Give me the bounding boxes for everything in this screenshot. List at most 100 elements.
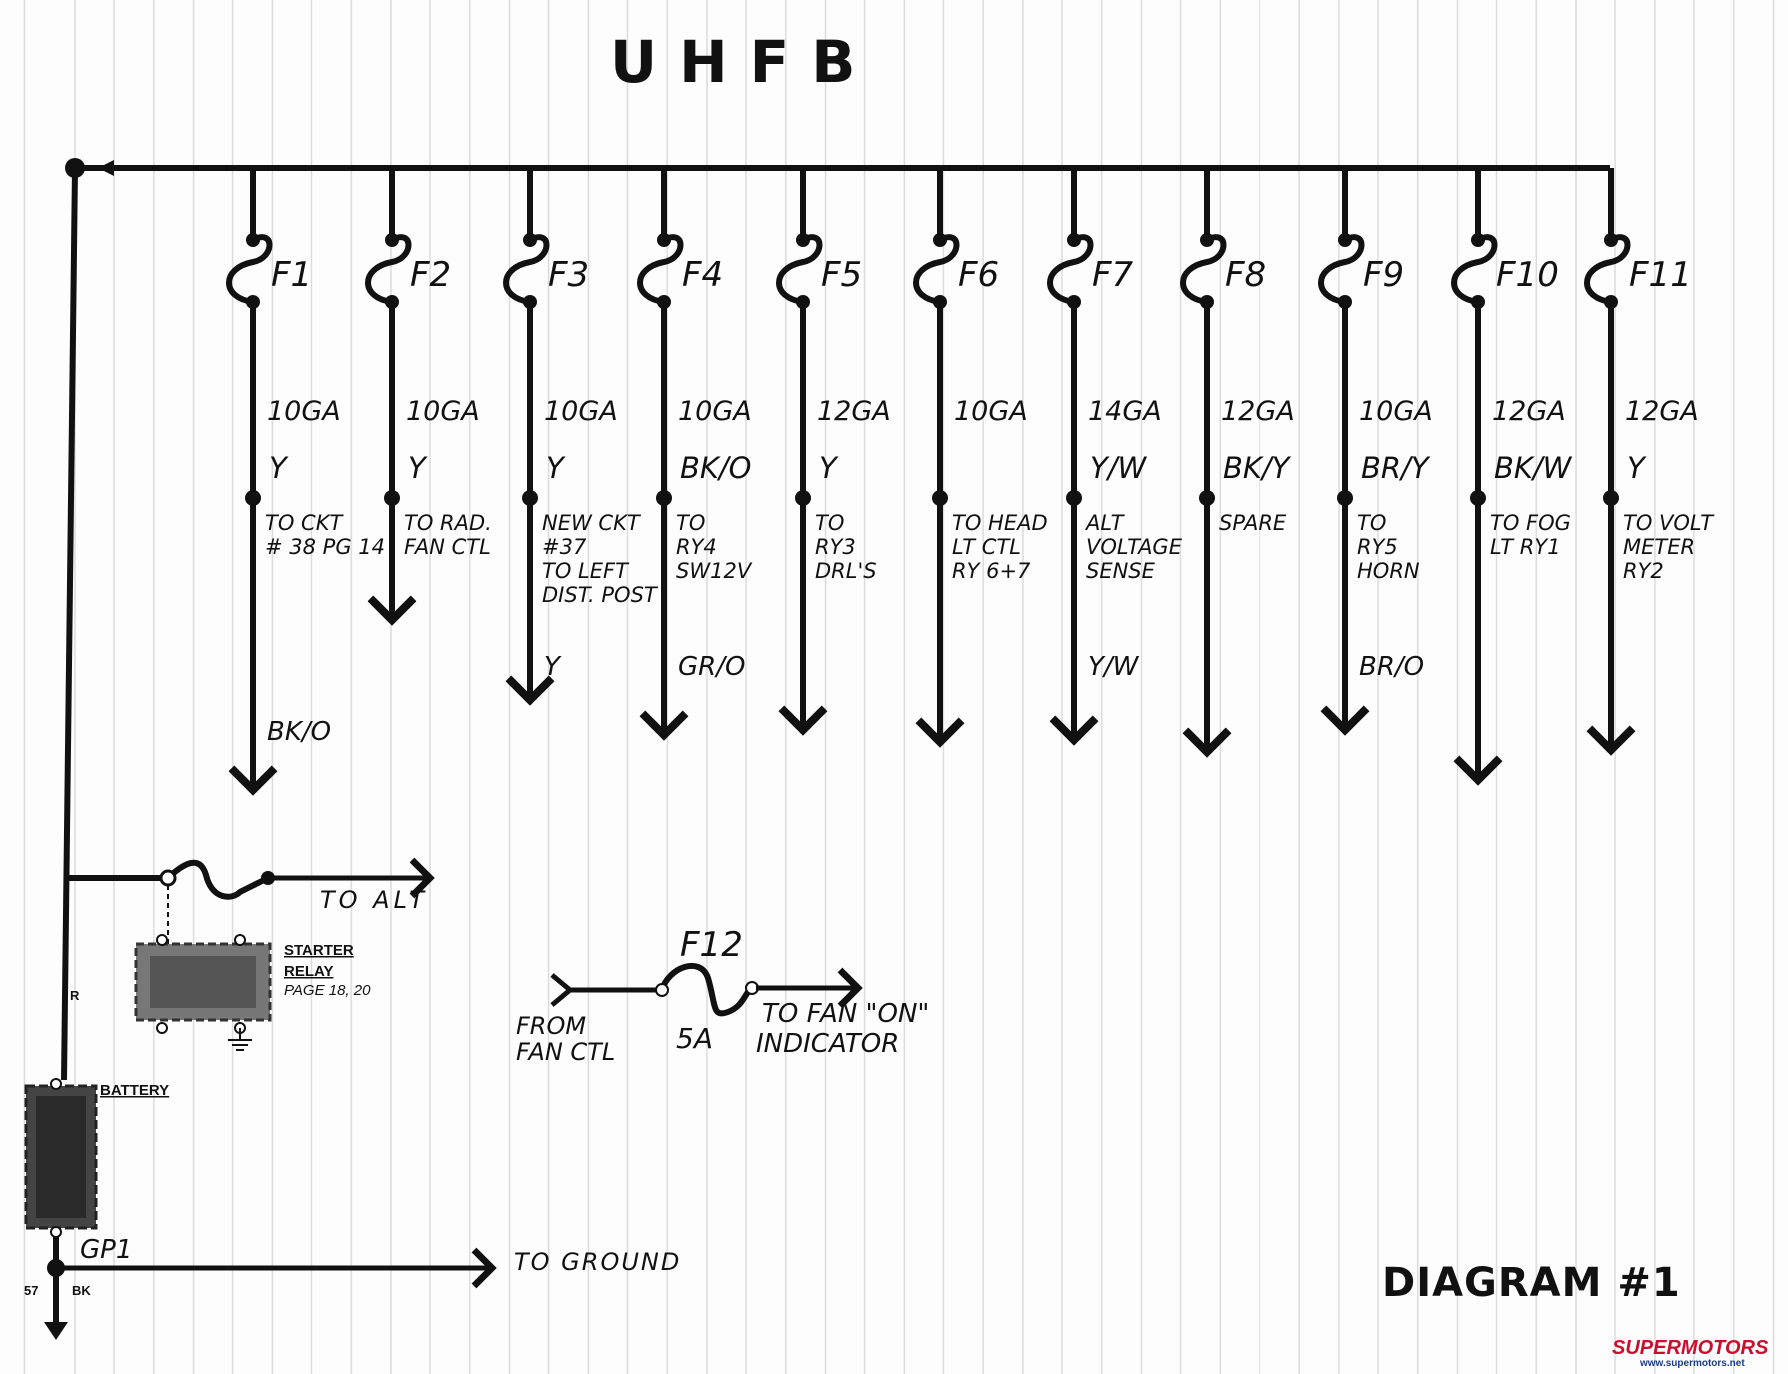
wire-color-label: Y <box>408 451 428 485</box>
fuse-branch-f3 <box>503 168 555 706</box>
destination-label: LT RY1 <box>1490 535 1561 559</box>
fuse-branch-f4 <box>637 168 689 741</box>
relay-label: RELAY <box>284 963 333 980</box>
watermark-url: www.supermotors.net <box>1639 1358 1745 1369</box>
wire-color-label: BK/O <box>680 451 752 485</box>
f12-fuse-symbol <box>659 962 754 1017</box>
relay-mark: R <box>70 988 80 1003</box>
destination-label: RY3 <box>815 535 856 559</box>
fuse-label: F1 <box>271 255 312 295</box>
fuse-branch-f10 <box>1451 168 1503 786</box>
secondary-wire-color-label: BK/O <box>267 717 331 747</box>
fuse-symbol-icon <box>776 234 823 305</box>
wire-gauge-label: 10GA <box>267 396 341 427</box>
fuse-symbol-icon <box>1584 234 1631 305</box>
wire-gauge-label: 12GA <box>817 396 891 427</box>
destination-label: TO <box>676 511 705 535</box>
secondary-wire-color-label: BR/O <box>1359 652 1424 682</box>
destination-label: TO LEFT <box>542 559 630 583</box>
gp1-label: GP1 <box>80 1235 132 1265</box>
wire-gauge-label: 12GA <box>1221 396 1295 427</box>
to-alt-label: TO ALT <box>320 886 428 914</box>
ground-wire-color: BK <box>72 1283 91 1298</box>
wire-gauge-label: 10GA <box>678 396 752 427</box>
fuse-branch-f9 <box>1318 168 1370 736</box>
destination-label: TO <box>815 511 844 535</box>
left-feed-line <box>61 167 78 1081</box>
fuse-symbol-icon <box>503 234 550 305</box>
wire-color-label: Y <box>269 451 289 485</box>
wire-color-label: Y <box>819 451 839 485</box>
destination-label: DIST. POST <box>542 583 659 607</box>
destination-label: # 38 PG 14 <box>265 535 385 559</box>
f12-from-line2: FAN CTL <box>516 1038 615 1066</box>
alt-fusible-link <box>165 859 270 900</box>
fuse-symbol-icon <box>365 234 412 305</box>
destination-label: HORN <box>1357 559 1420 583</box>
fuse-label: F2 <box>410 255 451 295</box>
destination-label: SW12V <box>676 559 753 583</box>
destination-label: METER <box>1623 535 1695 559</box>
diagram-number-label: DIAGRAM #1 <box>1382 1260 1681 1306</box>
battery-label: BATTERY <box>100 1082 169 1099</box>
wire-gauge-label: 10GA <box>1359 396 1433 427</box>
fuse-symbol-icon <box>1451 234 1498 305</box>
bus-arrow-icon <box>98 160 114 176</box>
fuse-symbol-icon <box>226 234 273 305</box>
f12-rating: 5A <box>676 1022 713 1055</box>
branch-junction-dot <box>1199 490 1215 506</box>
destination-label: NEW CKT <box>542 511 642 535</box>
ground-circuit-number: 57 <box>24 1283 38 1298</box>
destination-label: RY2 <box>1623 559 1664 583</box>
fuse-branch-f1 <box>226 168 278 796</box>
f12-label: F12 <box>680 925 743 965</box>
destination-label: TO VOLT <box>1623 511 1715 535</box>
fuse-branch-f11 <box>1584 168 1636 756</box>
fuse-label: F5 <box>821 255 862 295</box>
wire-color-label: Y/W <box>1090 451 1147 485</box>
wire-gauge-label: 10GA <box>954 396 1028 427</box>
fuse-branch-f6 <box>913 168 965 748</box>
ground-terminal-icon <box>44 1322 68 1340</box>
f12-to-line2: INDICATOR <box>756 1029 899 1059</box>
branch-junction-dot <box>522 490 538 506</box>
fuse-branch-f7 <box>1047 168 1099 746</box>
destination-label: ALT <box>1084 511 1126 535</box>
fuse-label: F4 <box>682 255 723 295</box>
starter-label: STARTER <box>284 942 354 959</box>
branch-junction-dot <box>1603 490 1619 506</box>
fuse-symbol-icon <box>637 234 684 305</box>
branch-junction-dot <box>1066 490 1082 506</box>
destination-label: FAN CTL <box>404 535 491 559</box>
branch-junction-dot <box>1337 490 1353 506</box>
destination-label: TO HEAD <box>952 511 1048 535</box>
fuse-label: F3 <box>548 255 589 295</box>
secondary-wire-color-label: GR/O <box>678 652 745 682</box>
diagram-title: UHFB <box>610 28 877 96</box>
to-ground-label: TO GROUND <box>514 1248 681 1276</box>
branch-junction-dot <box>932 490 948 506</box>
wire-color-label: BK/W <box>1494 451 1573 485</box>
destination-label: LT CTL <box>952 535 1021 559</box>
wire-color-label: Y <box>1627 451 1647 485</box>
fuse-branch-f8 <box>1180 168 1232 758</box>
destination-label: TO FOG <box>1490 511 1571 535</box>
secondary-wire-color-label: Y/W <box>1088 652 1140 682</box>
destination-label: RY5 <box>1357 535 1398 559</box>
destination-label: SENSE <box>1086 559 1156 583</box>
branch-junction-dot <box>795 490 811 506</box>
destination-label: TO RAD. <box>404 511 492 535</box>
wire-color-label: BR/Y <box>1361 451 1431 485</box>
fuse-label: F11 <box>1629 255 1692 295</box>
destination-label: RY 6+7 <box>952 559 1031 583</box>
secondary-wire-color-label: Y <box>544 652 562 682</box>
destination-label: #37 <box>542 535 587 559</box>
f12-from-line1: FROM <box>516 1012 586 1040</box>
watermark-brand: SUPERMOTORS <box>1612 1337 1769 1359</box>
fuse-label: F7 <box>1092 255 1134 295</box>
fuse-label: F9 <box>1363 255 1404 295</box>
wire-gauge-label: 10GA <box>406 396 480 427</box>
fuse-label: F6 <box>958 255 999 295</box>
